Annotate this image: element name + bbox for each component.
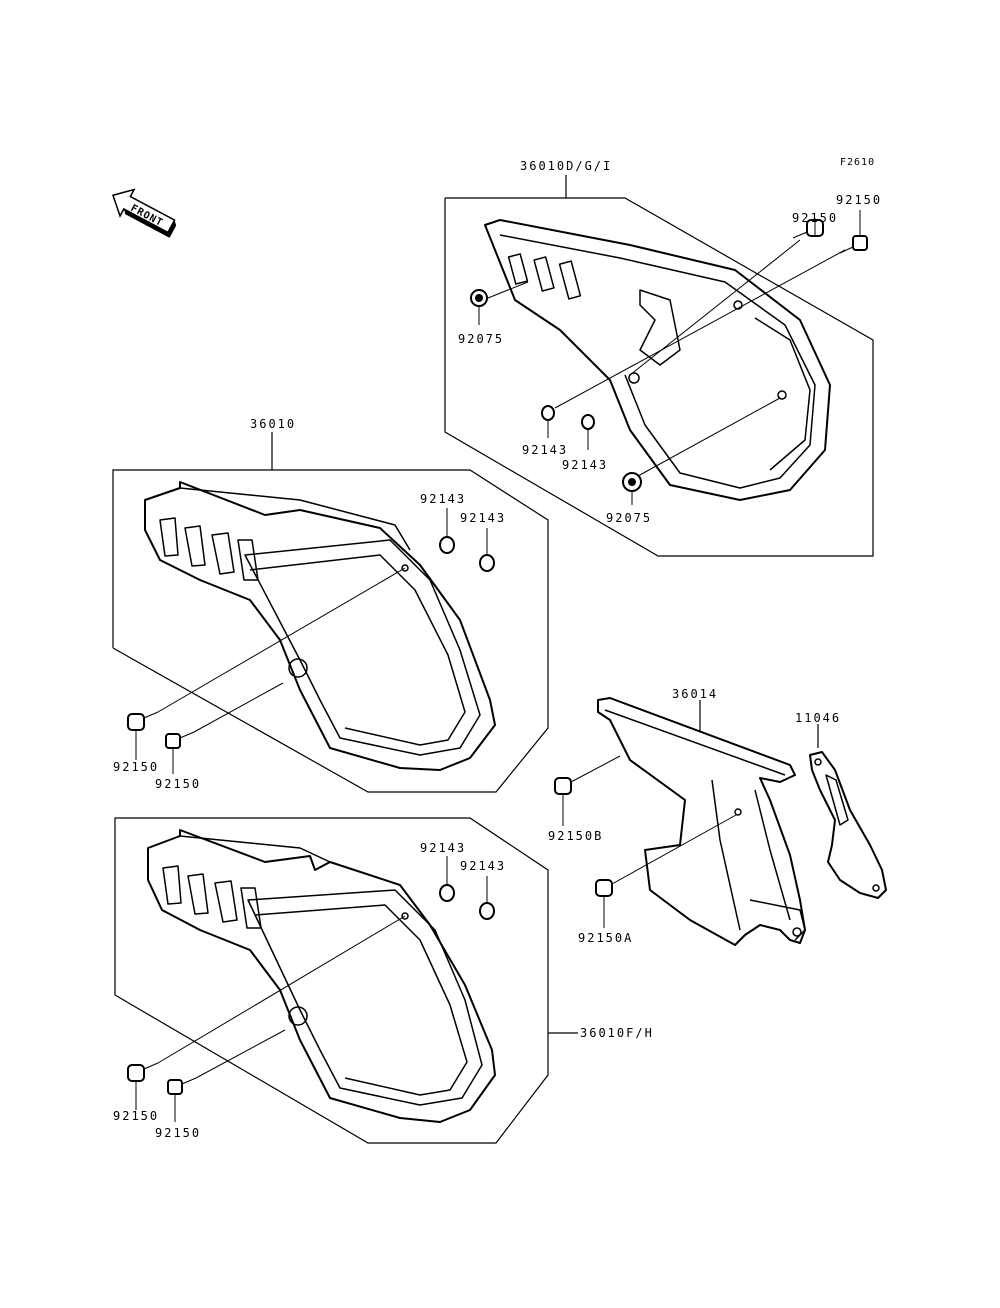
- side-cover-left: [147, 829, 496, 1123]
- panel-frame: [112, 469, 549, 793]
- collar-icon: [479, 902, 495, 920]
- panel-label: 36010: [250, 417, 296, 431]
- collar-icon: [581, 414, 595, 430]
- figure-code: F2610: [840, 157, 875, 168]
- louver-slot: [558, 260, 582, 300]
- grommet-icon: [470, 289, 488, 307]
- part-number: 92150B: [548, 829, 603, 843]
- part-number: 92143: [562, 458, 608, 472]
- part-number: 92150: [155, 777, 201, 791]
- side-cover-right: [484, 219, 831, 501]
- collar-icon: [439, 536, 455, 554]
- part-number: 92143: [460, 859, 506, 873]
- front-arrow-icon: FRONT: [111, 188, 177, 238]
- bolt-icon: [554, 755, 621, 795]
- bolt-icon: [167, 1077, 197, 1095]
- part-label: 11046: [795, 711, 841, 725]
- part-number: 92075: [458, 332, 504, 346]
- part-number: 92150: [792, 211, 838, 225]
- part-number: 92150: [113, 1109, 159, 1123]
- part-number: 92150: [155, 1126, 201, 1140]
- collar-icon: [479, 554, 495, 572]
- collar-icon: [541, 405, 555, 421]
- part-number: 92143: [420, 492, 466, 506]
- grommet-icon: [622, 472, 642, 492]
- part-number: 92143: [522, 443, 568, 457]
- panel-frame: [114, 817, 549, 1144]
- part-number: 92143: [420, 841, 466, 855]
- louver-slot: [533, 256, 555, 292]
- louver-slot: [507, 253, 529, 285]
- panel-middle-left: 36010: [112, 417, 549, 793]
- bolt-icon: [127, 1062, 159, 1082]
- bracket: 11046: [795, 711, 887, 899]
- chain-guard: 36014 92150B 92150A: [548, 687, 806, 946]
- panel-label: 36010D/G/I: [520, 159, 612, 173]
- panel-frame: [444, 197, 874, 557]
- bolt-icon: [165, 731, 195, 749]
- part-number: 92150A: [578, 931, 633, 945]
- part-number: 92143: [460, 511, 506, 525]
- collar-icon: [439, 884, 455, 902]
- part-number: 92150: [836, 193, 882, 207]
- panel-bottom-left: 36010F/H: [113, 817, 654, 1144]
- part-number: 92075: [606, 511, 652, 525]
- panel-top-right: 36010D/G/I: [444, 159, 882, 557]
- side-cover-left: [144, 481, 496, 771]
- part-number: 92150: [113, 760, 159, 774]
- panel-label: 36010F/H: [580, 1026, 654, 1040]
- bolt-icon: [127, 711, 159, 731]
- part-label: 36014: [672, 687, 718, 701]
